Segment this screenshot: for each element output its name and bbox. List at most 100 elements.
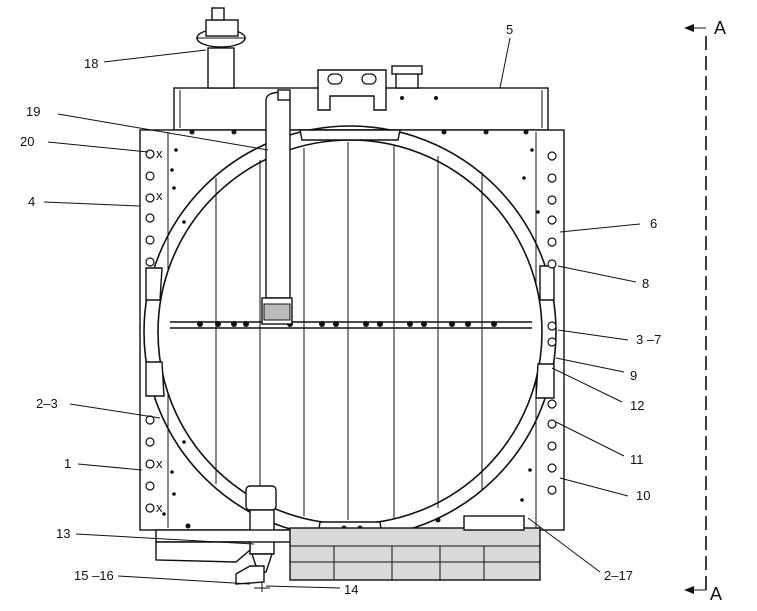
side-hole (547, 441, 557, 451)
rivet (483, 129, 489, 135)
divider-bolt (491, 321, 497, 327)
top-valve-assembly (196, 7, 246, 89)
side-hole (145, 481, 155, 491)
rivet (172, 492, 176, 496)
rivet (162, 512, 166, 516)
callout-2-3: 2–3 (36, 396, 58, 411)
callout-5: 5 (506, 22, 513, 37)
section-label-bottom: A (710, 584, 722, 604)
leader-lines (43, 37, 641, 589)
rivet (435, 517, 441, 523)
divider-bolt (215, 321, 221, 327)
side-hole (547, 337, 557, 347)
side-hole (547, 237, 557, 247)
clamp-lower-right (535, 363, 555, 399)
rivet (536, 210, 540, 214)
leader-8 (557, 265, 637, 283)
leader-2-3 (69, 403, 161, 419)
tank-bolt (400, 96, 404, 100)
side-hole (547, 195, 557, 205)
divider-bolt (377, 321, 383, 327)
divider-bolt (363, 321, 369, 327)
callout-18: 18 (84, 56, 98, 71)
side-hole (145, 459, 155, 469)
overflow-tube (261, 89, 293, 325)
leader-5 (499, 37, 511, 89)
bottom-mount-block (289, 527, 541, 581)
section-arrow-top-head (684, 24, 694, 32)
callout-14: 14 (344, 582, 358, 597)
side-hole (547, 259, 557, 269)
leader-13 (75, 533, 255, 545)
bottom-bracket (463, 515, 525, 531)
side-hole (547, 485, 557, 495)
leader-18 (103, 49, 207, 63)
valve-pipe (207, 47, 235, 89)
callout-10: 10 (636, 488, 650, 503)
callout-12: 12 (630, 398, 644, 413)
clamp-upper-right (539, 265, 555, 301)
rivet (174, 148, 178, 152)
bottom-outlet-left (155, 541, 251, 563)
rivet (170, 470, 174, 474)
rivet (523, 129, 529, 135)
x-mark: x (156, 500, 163, 515)
callout-2-17: 2–17 (604, 568, 633, 583)
callout-15-16: 15 –16 (74, 568, 114, 583)
leader-9 (555, 357, 625, 373)
side-hole (145, 437, 155, 447)
left-side-holes (145, 148, 186, 516)
x-marks: x x x x (156, 146, 163, 515)
side-hole (145, 503, 155, 513)
top-tank (173, 65, 549, 131)
section-label-top: A (714, 18, 726, 38)
x-mark: x (156, 146, 163, 161)
rivet (441, 129, 447, 135)
callout-1: 1 (64, 456, 71, 471)
valve-body (205, 19, 239, 37)
side-hole (145, 171, 155, 181)
lifting-bracket-slot-right (361, 73, 377, 85)
rivet (530, 148, 534, 152)
rivet (185, 523, 191, 529)
leader-1 (77, 463, 143, 471)
side-hole (145, 235, 155, 245)
clamp-lower-left (145, 361, 165, 397)
callout-3-7: 3 –7 (636, 332, 661, 347)
leader-20 (47, 141, 149, 153)
bottom-tank (155, 515, 541, 585)
divider-bolt (449, 321, 455, 327)
side-hole (145, 149, 155, 159)
rivet (182, 440, 186, 444)
callout-19: 19 (26, 104, 40, 119)
side-hole (547, 151, 557, 161)
horizontal-divider (170, 321, 532, 329)
divider-bolt (421, 321, 427, 327)
section-arrow-bottom-head (684, 586, 694, 594)
filler-cap (391, 65, 423, 75)
section-line-a-a: A A (684, 18, 726, 604)
tank-bolt (434, 96, 438, 100)
divider-bolt (231, 321, 237, 327)
tube-elbow (277, 89, 291, 101)
side-hole (547, 321, 557, 331)
core-tubes (215, 142, 483, 520)
right-side-holes (520, 148, 557, 502)
drain-body-top (245, 485, 277, 511)
leader-2-17 (527, 517, 601, 573)
side-hole (145, 213, 155, 223)
side-hole (547, 173, 557, 183)
rivet (528, 468, 532, 472)
tube-upper (265, 91, 291, 299)
rivet (231, 129, 237, 135)
callout-8: 8 (642, 276, 649, 291)
valve-top-fitting (211, 7, 225, 21)
x-mark: x (156, 456, 163, 471)
bottom-fitting (235, 565, 265, 585)
rivet (172, 186, 176, 190)
leader-6 (559, 223, 641, 233)
rivet (182, 220, 186, 224)
side-hole (145, 257, 155, 267)
callout-4: 4 (28, 194, 35, 209)
